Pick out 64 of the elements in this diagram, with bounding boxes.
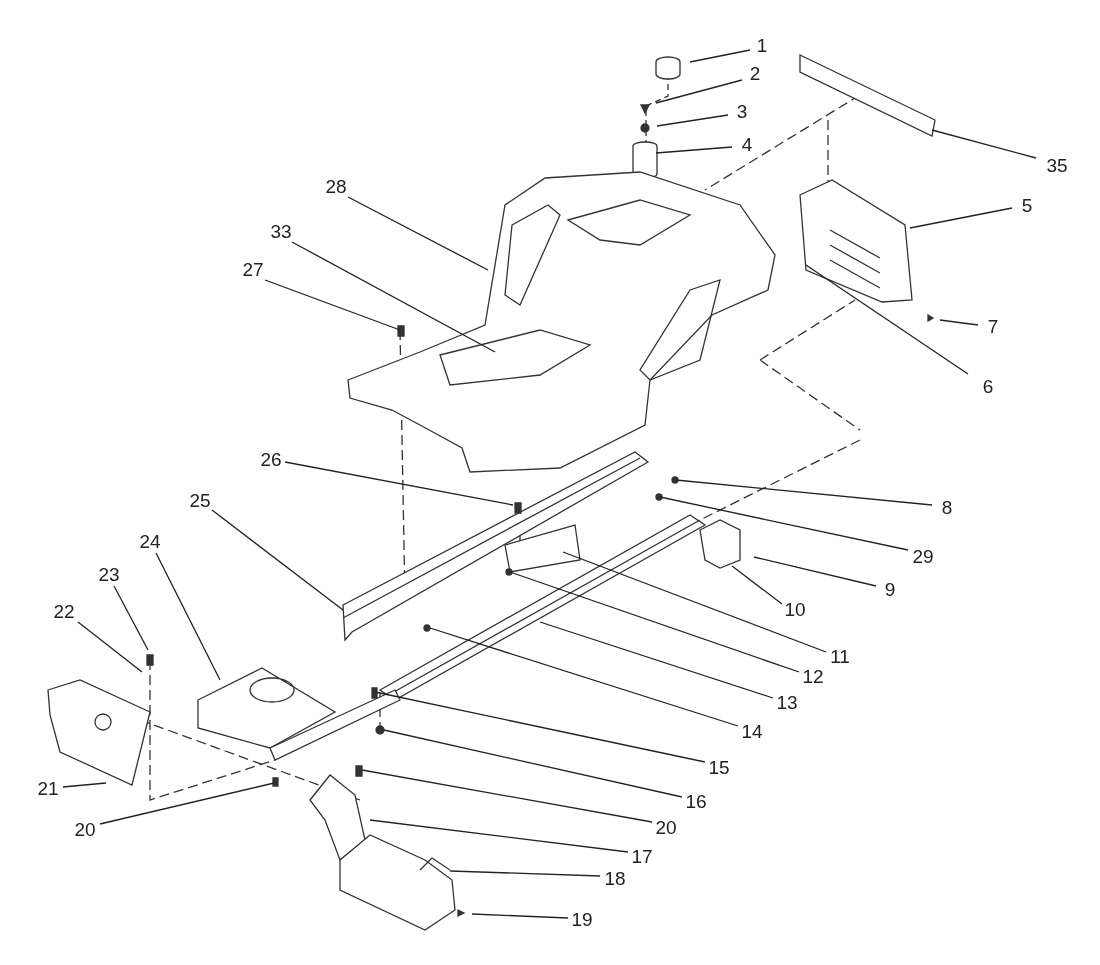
callout-number: 26: [260, 450, 282, 470]
callout-number: 22: [53, 602, 75, 622]
callout-number: 24: [139, 532, 161, 552]
callout-number: 18: [604, 869, 626, 889]
callout-number: 25: [189, 491, 211, 511]
leader-line: [731, 565, 783, 605]
callout-number: 7: [987, 317, 999, 337]
leader-line: [62, 782, 107, 788]
callout-number: 10: [784, 600, 806, 620]
leader-line: [77, 621, 143, 673]
callout-number: 14: [741, 722, 763, 742]
callout-number: 17: [631, 847, 653, 867]
leader-line: [675, 479, 933, 506]
leader-line: [655, 146, 733, 154]
leader-line: [284, 461, 514, 506]
leader-line: [291, 241, 496, 353]
callout-number: 15: [708, 758, 730, 778]
leader-line: [656, 114, 729, 127]
callout-number: 6: [982, 377, 994, 397]
callout-number: 11: [830, 647, 850, 667]
leader-line: [805, 264, 969, 375]
leader-line: [931, 129, 1037, 159]
leader-line: [374, 691, 706, 763]
leader-line: [347, 196, 489, 271]
callout-number: 1: [756, 36, 768, 56]
leader-line: [155, 552, 221, 681]
callout-number: 27: [242, 260, 264, 280]
leader-line: [383, 729, 683, 798]
callout-number: 4: [741, 135, 753, 155]
callout-number: 5: [1021, 196, 1033, 216]
callout-number: 16: [685, 792, 707, 812]
leader-line: [449, 870, 601, 877]
callout-number: 2: [749, 64, 761, 84]
callout-number: 35: [1046, 156, 1068, 176]
leader-line: [369, 819, 629, 853]
callout-number: 8: [941, 498, 953, 518]
leader-line: [99, 782, 275, 825]
callout-number: 13: [776, 693, 798, 713]
leader-line: [939, 319, 979, 326]
leader-line: [361, 769, 653, 823]
leader-line: [509, 571, 800, 673]
leader-line: [659, 496, 909, 551]
leader-line: [689, 49, 751, 63]
callout-number: 29: [912, 547, 934, 567]
leader-line: [471, 913, 569, 919]
callout-number: 33: [270, 222, 292, 242]
callout-number: 19: [571, 910, 593, 930]
leader-line: [909, 207, 1013, 229]
leader-line: [429, 627, 739, 727]
callout-number: 21: [37, 779, 59, 799]
leader-line: [113, 585, 149, 651]
leader-line: [264, 279, 401, 331]
callout-number: 3: [736, 102, 748, 122]
callout-number: 20: [74, 820, 96, 840]
leader-line: [211, 509, 344, 611]
callout-number: 23: [98, 565, 120, 585]
leader-line: [655, 79, 743, 104]
callout-number: 12: [802, 667, 824, 687]
callout-number: 20: [655, 818, 677, 838]
callout-number: 28: [325, 177, 347, 197]
leader-line: [562, 551, 827, 653]
leader-line: [539, 621, 774, 699]
callout-number: 9: [884, 580, 896, 600]
leader-line: [753, 556, 877, 587]
